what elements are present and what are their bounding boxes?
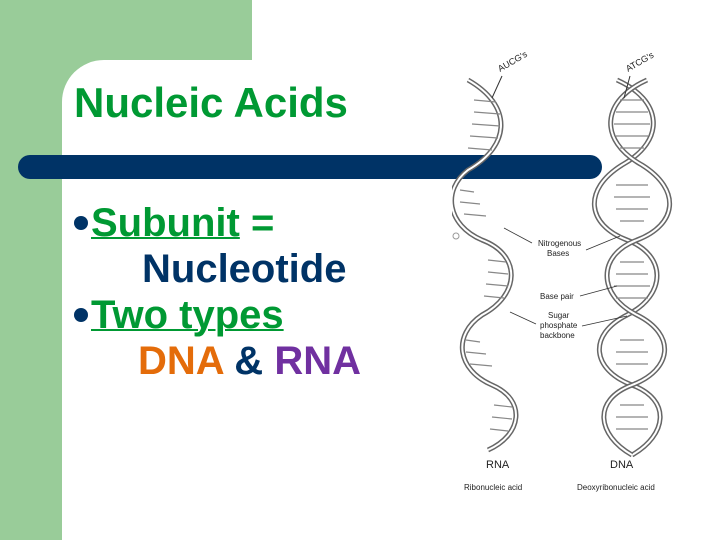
dna-base-pairs bbox=[614, 99, 650, 430]
marker-circle bbox=[452, 232, 460, 240]
dna-term: DNA bbox=[138, 339, 224, 383]
equals-sign: = bbox=[239, 201, 275, 245]
ribonucleic-caption: Ribonucleic acid bbox=[464, 483, 522, 492]
rna-bases-label: AUCG's bbox=[496, 50, 529, 74]
two-types-text: Two types bbox=[91, 293, 284, 337]
backbone-pointer-right bbox=[581, 315, 628, 327]
base-pair-pointer bbox=[579, 285, 618, 297]
bases-label: Bases bbox=[547, 249, 569, 258]
ampersand: & bbox=[223, 339, 275, 383]
bullet-list: Subunit = Nucleotide Two types DNA & RNA bbox=[74, 200, 361, 384]
helix-diagram-svg: AUCG's ATCG's Nitrogenous Bases Base pai… bbox=[449, 49, 672, 492]
nitrogenous-pointer-left bbox=[503, 227, 533, 244]
bullet-subunit: Subunit = bbox=[74, 200, 361, 246]
rna-bases bbox=[459, 99, 513, 432]
rna-dna-diagram: AUCG's ATCG's Nitrogenous Bases Base pai… bbox=[449, 49, 702, 500]
bullet-two-types: Two types bbox=[74, 292, 361, 338]
dna-bases-label: ATCG's bbox=[624, 50, 656, 74]
slide-panel bbox=[62, 60, 720, 540]
bullet-dna-rna: DNA & RNA bbox=[74, 338, 361, 384]
rna-caption: RNA bbox=[486, 459, 510, 471]
deoxyribonucleic-caption: Deoxyribonucleic acid bbox=[577, 483, 655, 492]
nitrogenous-pointer-right bbox=[585, 235, 621, 251]
sugar-label: Sugar bbox=[548, 311, 570, 320]
backbone-label: backbone bbox=[540, 331, 575, 340]
base-pair-label: Base pair bbox=[540, 292, 574, 301]
dna-strand-b-highlight bbox=[602, 79, 671, 456]
rna-bases-arrow bbox=[491, 75, 503, 99]
subunit-term: Subunit bbox=[91, 201, 240, 245]
rna-term: RNA bbox=[274, 339, 361, 383]
nucleotide-text: Nucleotide bbox=[142, 247, 347, 291]
backbone-pointer-left bbox=[509, 311, 537, 325]
bullet-dot-icon bbox=[74, 216, 88, 230]
slide-title: Nucleic Acids bbox=[74, 79, 348, 126]
dna-bases-arrow bbox=[623, 75, 631, 99]
title-divider-bar bbox=[18, 155, 602, 179]
dna-caption: DNA bbox=[610, 459, 634, 471]
bullet-nucleotide: Nucleotide bbox=[74, 246, 361, 292]
phosphate-label: phosphate bbox=[540, 321, 578, 330]
rna-strand-highlight bbox=[450, 79, 517, 451]
dna-strand-a-highlight bbox=[593, 79, 662, 456]
nitrogenous-label: Nitrogenous bbox=[538, 239, 581, 248]
bullet-dot-icon bbox=[74, 308, 88, 322]
